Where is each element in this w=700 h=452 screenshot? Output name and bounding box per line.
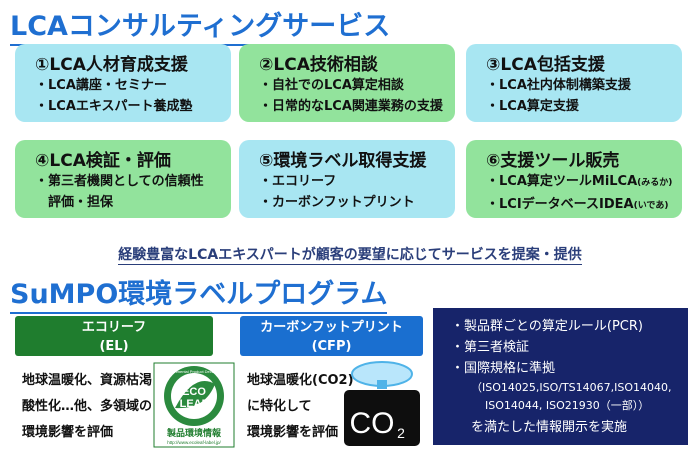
service-heading: ①LCA人材育成支援 — [35, 55, 188, 75]
service-item: ・LCA社内体制構築支援 — [486, 78, 631, 93]
cfp-description: 地球温暖化(CO2) に特化して 環境影響を評価 — [247, 373, 354, 440]
service-item: ・LCA算定ツールMiLCA(みるか) — [486, 174, 673, 189]
service-card-6: ⑥支援ツール販売 ・LCA算定ツールMiLCA(みるか) ・LCIデータベースI… — [466, 140, 682, 218]
service-item: ・カーボンフットプリント — [259, 195, 415, 210]
program-features: ・製品群ごとの算定ルール(PCR) ・第三者検証 ・国際規格に準拠 （ISO14… — [433, 308, 688, 445]
service-heading: ⑤環境ラベル取得支援 — [259, 151, 427, 171]
service-card-4: ④LCA検証・評価 ・第三者機関としての信頼性 評価・担保 — [15, 140, 231, 218]
title-sumpo-program: SuMPO環境ラベルプログラム — [10, 272, 388, 314]
standards-line: （ISO14025,ISO/TS14067,ISO14040, — [471, 381, 672, 394]
service-item: ・LCA算定支援 — [486, 99, 579, 114]
service-item: ・LCIデータベースIDEA(いであ) — [486, 197, 669, 212]
service-item: 評価・担保 — [48, 195, 114, 210]
ecoleaf-ring-text: Environmental Product Declaration — [163, 369, 225, 374]
title-lca-consulting: LCAコンサルティングサービス — [10, 4, 391, 46]
service-card-3: ③LCA包括支援 ・LCA社内体制構築支援 ・LCA算定支援 — [466, 44, 682, 122]
reading-note: (いであ) — [633, 201, 669, 211]
service-item: ・日常的なLCA関連業務の支援 — [259, 99, 443, 114]
service-item: ・LCA講座・セミナー — [35, 78, 167, 93]
ecoleaf-text-leaf: LEAF — [180, 398, 209, 410]
service-heading: ④LCA検証・評価 — [35, 151, 171, 171]
service-card-5: ⑤環境ラベル取得支援 ・エコリーフ ・カーボンフットプリント — [239, 140, 455, 218]
ecoleaf-url: http://www.ecoleaf-label.jp/ — [167, 440, 221, 445]
feature-line: ・国際規格に準拠 — [451, 361, 556, 376]
reading-note: (みるか) — [637, 178, 673, 188]
service-heading: ③LCA包括支援 — [486, 55, 605, 75]
ecoleaf-text-eco: ECO — [182, 386, 206, 398]
service-card-2: ②LCA技術相談 ・自社でのLCA算定相談 ・日常的なLCA関連業務の支援 — [239, 44, 455, 122]
ecoleaf-description: 地球温暖化、資源枯渇 酸性化…他、多領域の 環境影響を評価 — [22, 373, 153, 440]
service-note: 経験豊富なLCAエキスパートが顧客の要望に応じてサービスを提案・提供 — [118, 247, 582, 265]
service-item: ・自社でのLCA算定相談 — [259, 78, 404, 93]
standards-line: ISO14044, ISO21930（一部）） — [485, 399, 650, 412]
co2-subscript: 2 — [397, 425, 405, 441]
service-heading: ⑥支援ツール販売 — [486, 151, 620, 171]
ecoleaf-caption: 製品環境情報 — [166, 427, 222, 439]
service-item: ・LCAエキスパート養成塾 — [35, 99, 193, 114]
feature-line: ・製品群ごとの算定ルール(PCR) — [451, 319, 643, 334]
ecoleaf-header: エコリーフ (EL) — [15, 316, 213, 356]
service-item: ・第三者機関としての信頼性 — [35, 174, 204, 189]
ecoleaf-logo: ECO LEAF Environmental Product Declarati… — [153, 362, 235, 448]
service-card-1: ①LCA人材育成支援 ・LCA講座・セミナー ・LCAエキスパート養成塾 — [15, 44, 231, 122]
feature-line: を満たした情報開示を実施 — [471, 420, 628, 435]
cfp-logo: CO 2 — [344, 361, 420, 446]
co2-text: CO — [350, 407, 395, 440]
service-item: ・エコリーフ — [259, 174, 337, 189]
cfp-header: カーボンフットプリント (CFP) — [240, 316, 423, 356]
service-heading: ②LCA技術相談 — [259, 55, 378, 75]
feature-line: ・第三者検証 — [451, 340, 530, 355]
